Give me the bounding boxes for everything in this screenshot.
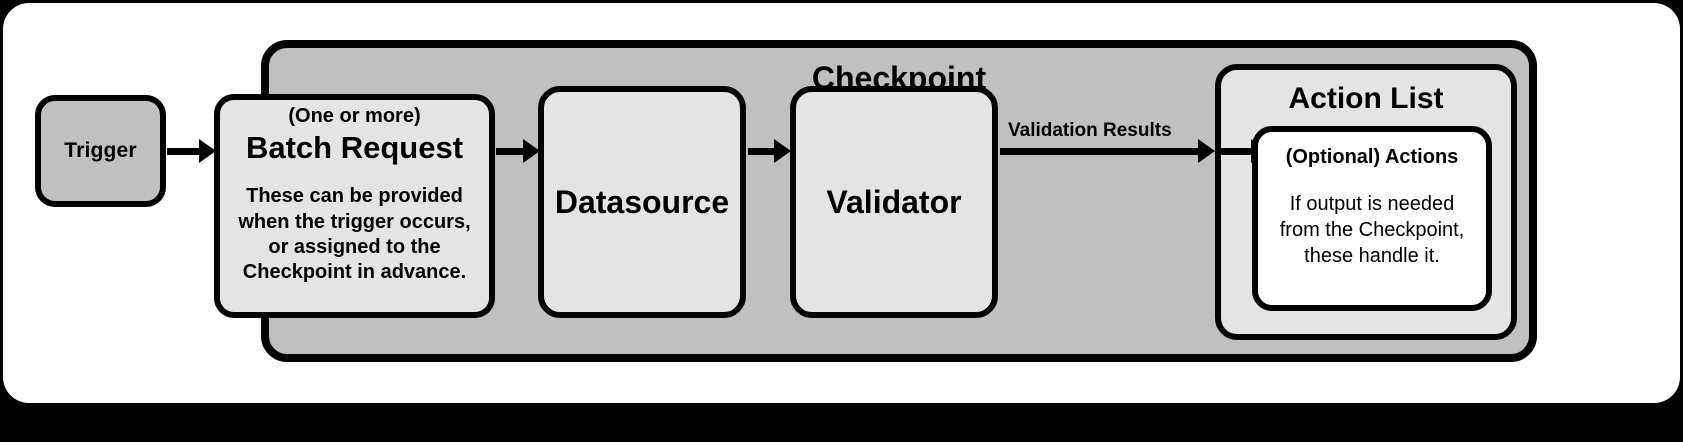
batch-request-subtitle: (One or more): [288, 105, 421, 127]
validation-results-edge-label: Validation Results: [1008, 120, 1172, 141]
optional-actions-body: If output is needed from the Checkpoint,…: [1279, 193, 1465, 267]
trigger-label: Trigger: [64, 139, 137, 162]
batch-request-title: Batch Request: [245, 130, 464, 165]
optional-actions-node[interactable]: (Optional) Actions If output is needed f…: [1252, 126, 1492, 311]
arrow-head-icon: [523, 139, 540, 163]
arrow-head-icon: [1198, 139, 1215, 163]
arrow-shaft: [1000, 147, 1199, 155]
optional-actions-title: (Optional) Actions: [1285, 146, 1459, 168]
trigger-node[interactable]: Trigger: [35, 95, 166, 207]
batch-request-node[interactable]: (One or more) Batch Request These can be…: [214, 94, 495, 318]
arrow-head-icon: [199, 139, 216, 163]
validator-node[interactable]: Validator: [790, 86, 998, 318]
action-list-title: Action List: [1288, 82, 1444, 115]
arrow-shaft: [167, 147, 200, 155]
arrow-shaft: [496, 147, 524, 155]
datasource-node[interactable]: Datasource: [538, 86, 746, 318]
arrow-head-icon: [774, 139, 791, 163]
arrow-shaft: [1220, 147, 1252, 155]
batch-request-body: These can be provided when the trigger o…: [238, 185, 471, 284]
arrow-shaft: [748, 147, 775, 155]
datasource-label: Datasource: [554, 183, 730, 220]
validator-label: Validator: [826, 183, 962, 220]
